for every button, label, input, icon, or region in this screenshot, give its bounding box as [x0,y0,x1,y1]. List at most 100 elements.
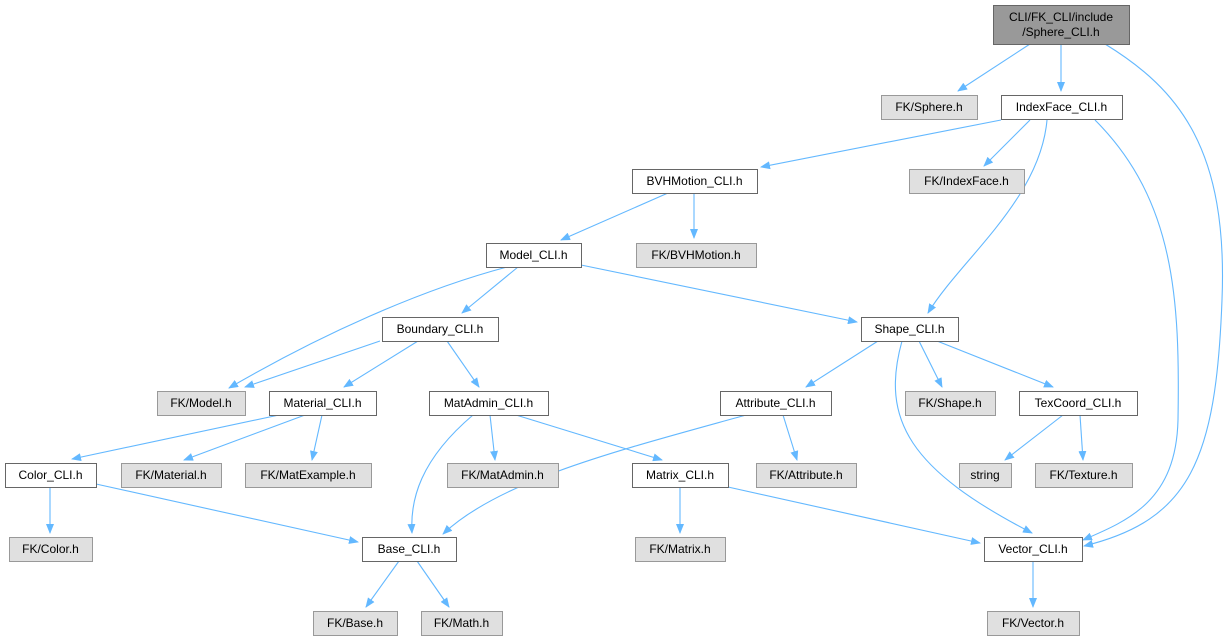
edge-line [228,266,508,389]
edge-matrix-cli-to-vector-cli [727,486,981,545]
edge-line [936,340,1054,388]
edge-line [183,414,306,461]
node-box [486,243,582,268]
node-texcoord-cli[interactable]: TexCoord_CLI.h [1019,391,1138,416]
node-matrix-cli[interactable]: Matrix_CLI.h [632,463,729,488]
edge-base-cli-to-fk-base [365,560,400,608]
node-label: /Sphere_CLI.h [1022,25,1099,39]
node-material-cli[interactable]: Material_CLI.h [269,391,377,416]
edge-indexface-cli-to-vector-cli [1082,119,1179,541]
edge-line [927,119,1048,314]
node-layer: CLI/FK_CLI/include/Sphere_CLI.hFK/Sphere… [5,5,1138,636]
edge-line [782,414,799,461]
node-box [632,169,758,194]
node-box [993,5,1130,45]
node-attribute-cli[interactable]: Attribute_CLI.h [720,391,832,416]
node-box [382,317,499,342]
edge-base-cli-to-fk-math [416,560,450,608]
node-label: FK/Shape.h [918,396,981,410]
node-box [9,537,93,562]
node-fk-base: FK/Base.h [313,611,398,636]
node-box [635,537,726,562]
edge-boundary-cli-to-matadmin-cli [446,340,480,388]
edge-indexface-cli-to-bvhmotion-cli [760,119,1002,170]
edge-line [1082,119,1179,541]
node-fk-sphere: FK/Sphere.h [881,95,978,120]
edge-material-cli-to-fk-matexample [310,414,323,461]
edge-indexface-cli-to-shape-cli [927,119,1048,314]
node-fk-color: FK/Color.h [9,537,93,562]
edge-line [1004,414,1064,461]
edge-model-cli-to-shape-cli [580,264,858,325]
node-shape-cli[interactable]: Shape_CLI.h [861,317,959,342]
edge-shape-cli-to-fk-shape [918,340,943,388]
node-fk-math: FK/Math.h [421,611,503,636]
edge-texcoord-cli-to-fk-texture [1078,414,1087,461]
node-label: Material_CLI.h [283,396,361,410]
edge-shape-cli-to-vector-cli [894,340,1033,534]
node-bvhmotion-cli[interactable]: BVHMotion_CLI.h [632,169,758,194]
node-base-cli[interactable]: Base_CLI.h [362,537,457,562]
node-box [1001,95,1123,120]
node-box [313,611,398,636]
node-label: IndexFace_CLI.h [1016,100,1107,114]
node-label: FK/Base.h [327,616,383,630]
node-label: string [970,468,999,482]
node-root[interactable]: CLI/FK_CLI/include/Sphere_CLI.h [993,5,1130,45]
edge-line [894,340,1033,534]
edge-line [580,264,858,325]
node-label: FK/Sphere.h [895,100,962,114]
node-box [959,463,1012,488]
node-label: Color_CLI.h [18,468,82,482]
node-label: Matrix_CLI.h [646,468,714,482]
node-label: BVHMotion_CLI.h [646,174,742,188]
edge-line [515,414,663,462]
edge-line [446,340,480,388]
node-label: FK/Model.h [170,396,231,410]
node-boundary-cli[interactable]: Boundary_CLI.h [382,317,499,342]
node-label: CLI/FK_CLI/include [1009,10,1113,24]
edge-line [983,119,1031,167]
node-indexface-cli[interactable]: IndexFace_CLI.h [1001,95,1123,120]
node-fk-model: FK/Model.h [157,391,246,416]
node-fk-shape: FK/Shape.h [905,391,996,416]
node-vector-cli[interactable]: Vector_CLI.h [984,537,1083,562]
edge-line [71,414,280,462]
node-label: FK/Texture.h [1049,468,1117,482]
edge-material-cli-to-color-cli [71,414,280,462]
node-fk-material: FK/Material.h [121,463,222,488]
edge-model-cli-to-fk-model [228,266,508,389]
edge-line [918,340,943,388]
node-fk-vector: FK/Vector.h [987,611,1080,636]
node-box [861,317,959,342]
edge-bvhmotion-cli-to-model-cli [560,192,669,241]
node-box [1019,391,1138,416]
edge-root-to-fk-sphere [957,43,1031,92]
edge-attribute-cli-to-base-cli [442,414,747,535]
node-color-cli[interactable]: Color_CLI.h [5,463,97,488]
node-box [720,391,832,416]
node-box [756,463,857,488]
edge-layer [46,43,1224,608]
node-box [905,391,996,416]
edge-line [957,43,1031,92]
node-box [157,391,246,416]
node-label: Base_CLI.h [378,542,441,556]
node-label: FK/Math.h [434,616,489,630]
node-label: MatAdmin_CLI.h [444,396,533,410]
node-fk-matexample: FK/MatExample.h [245,463,372,488]
node-label: TexCoord_CLI.h [1035,396,1122,410]
edge-indexface-cli-to-fk-indexface [983,119,1031,167]
edge-line [244,340,381,388]
node-box [987,611,1080,636]
node-label: FK/Attribute.h [769,468,842,482]
edge-attribute-cli-to-fk-attribute [782,414,799,461]
node-label: Attribute_CLI.h [735,396,815,410]
edge-matadmin-cli-to-base-cli [407,414,474,534]
node-matadmin-cli[interactable]: MatAdmin_CLI.h [429,391,549,416]
node-box [362,537,457,562]
edge-line [1083,43,1224,548]
node-fk-matrix: FK/Matrix.h [635,537,726,562]
node-model-cli[interactable]: Model_CLI.h [486,243,582,268]
